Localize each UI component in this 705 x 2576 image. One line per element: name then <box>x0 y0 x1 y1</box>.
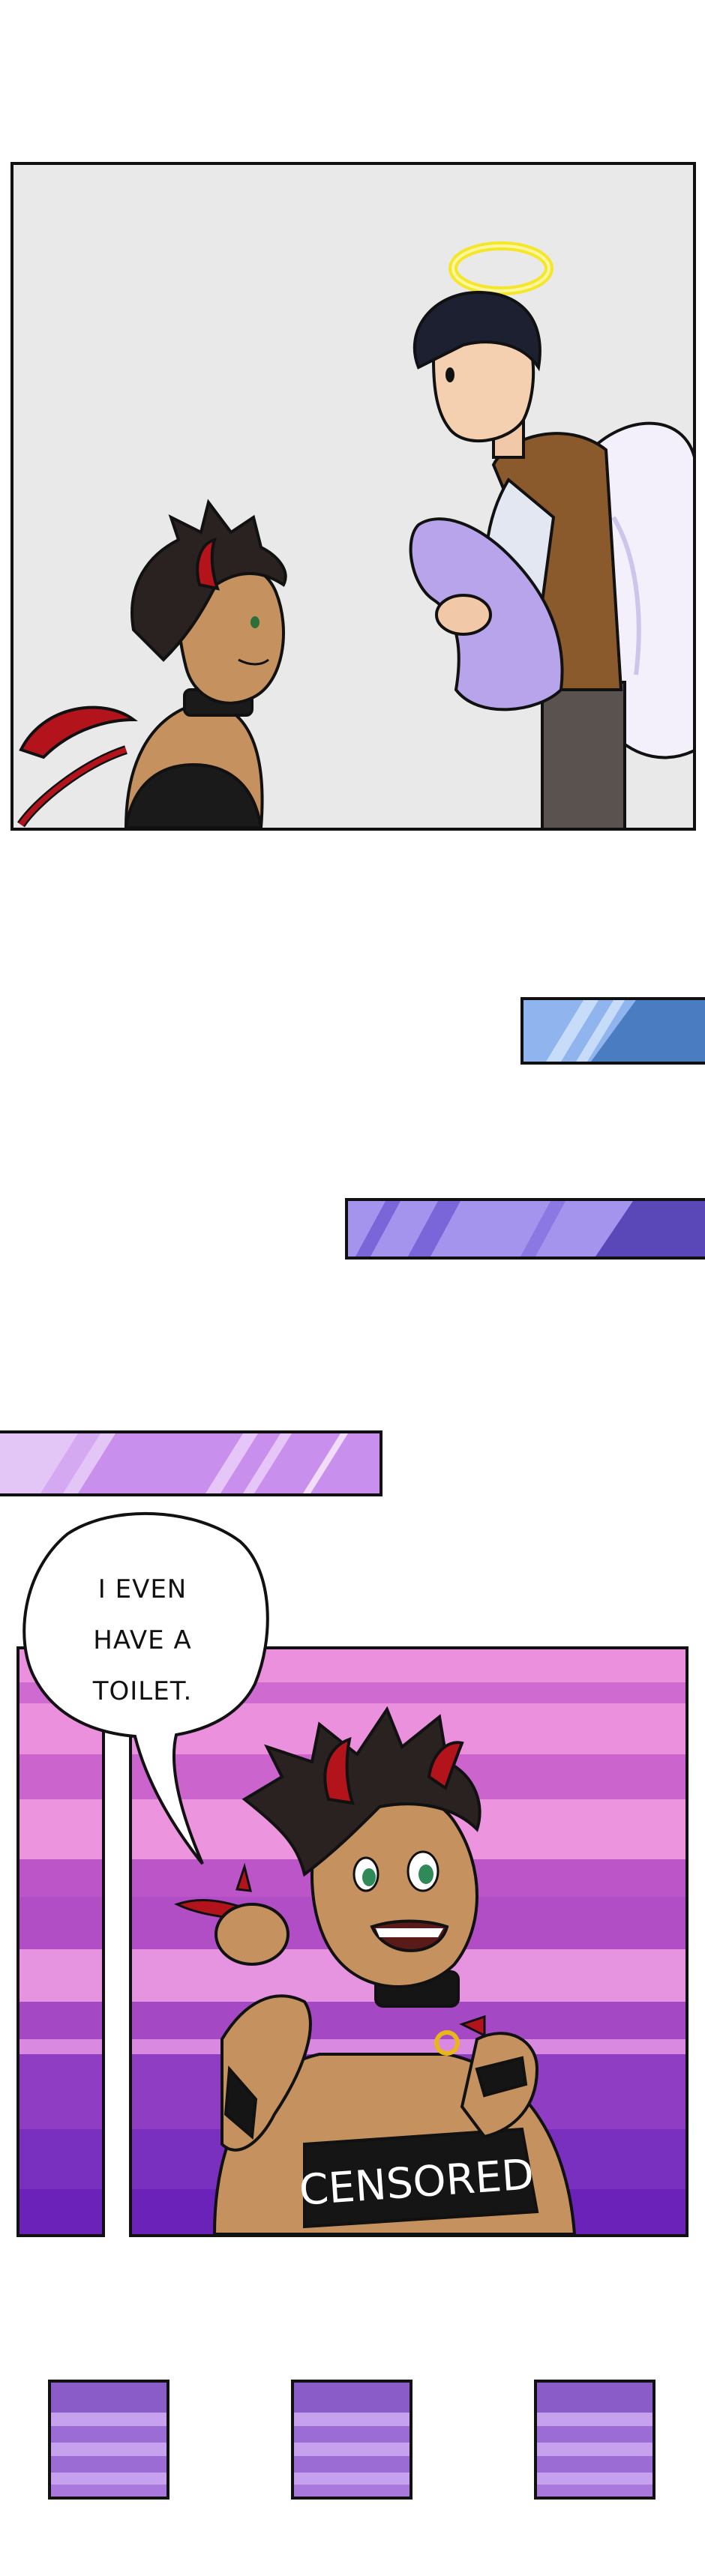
decorative-box-3 <box>534 2380 656 2500</box>
devil-tail-icon <box>19 747 128 826</box>
devil-top <box>124 762 263 828</box>
collar-ring-icon <box>434 2030 460 2056</box>
panel1-illustration <box>17 241 693 828</box>
devil-horn-icon <box>196 538 220 591</box>
decorative-strip-blue <box>520 997 705 1065</box>
panel2-illustration: CENSORED <box>174 1706 577 2234</box>
decorative-strip-lilac <box>0 1430 382 1496</box>
speech-bubble: I EVEN HAVE A TOILET. <box>22 1511 270 1868</box>
devil-horn-left-icon <box>323 1736 355 1805</box>
decorative-strip-violet <box>345 1198 705 1260</box>
devil-horn-right-icon <box>427 1741 464 1791</box>
comic-panel-angel-and-devil <box>10 162 696 831</box>
angel-hair <box>412 290 542 372</box>
angel-pants <box>541 681 626 828</box>
speech-line-2: HAVE A <box>93 1625 192 1655</box>
pointing-hand <box>214 1903 290 1966</box>
decorative-box-1 <box>48 2380 170 2500</box>
devil-top <box>303 2127 539 2229</box>
speech-line-3: TOILET. <box>92 1676 193 1706</box>
speech-line-1: I EVEN <box>98 1574 188 1604</box>
decorative-box-2 <box>291 2380 412 2500</box>
speech-bubble-text: I EVEN HAVE A TOILET. <box>52 1564 232 1717</box>
comic-panel-devil-pointing: CENSORED <box>129 1646 688 2237</box>
comic-panel-background-slice <box>16 1646 105 2237</box>
